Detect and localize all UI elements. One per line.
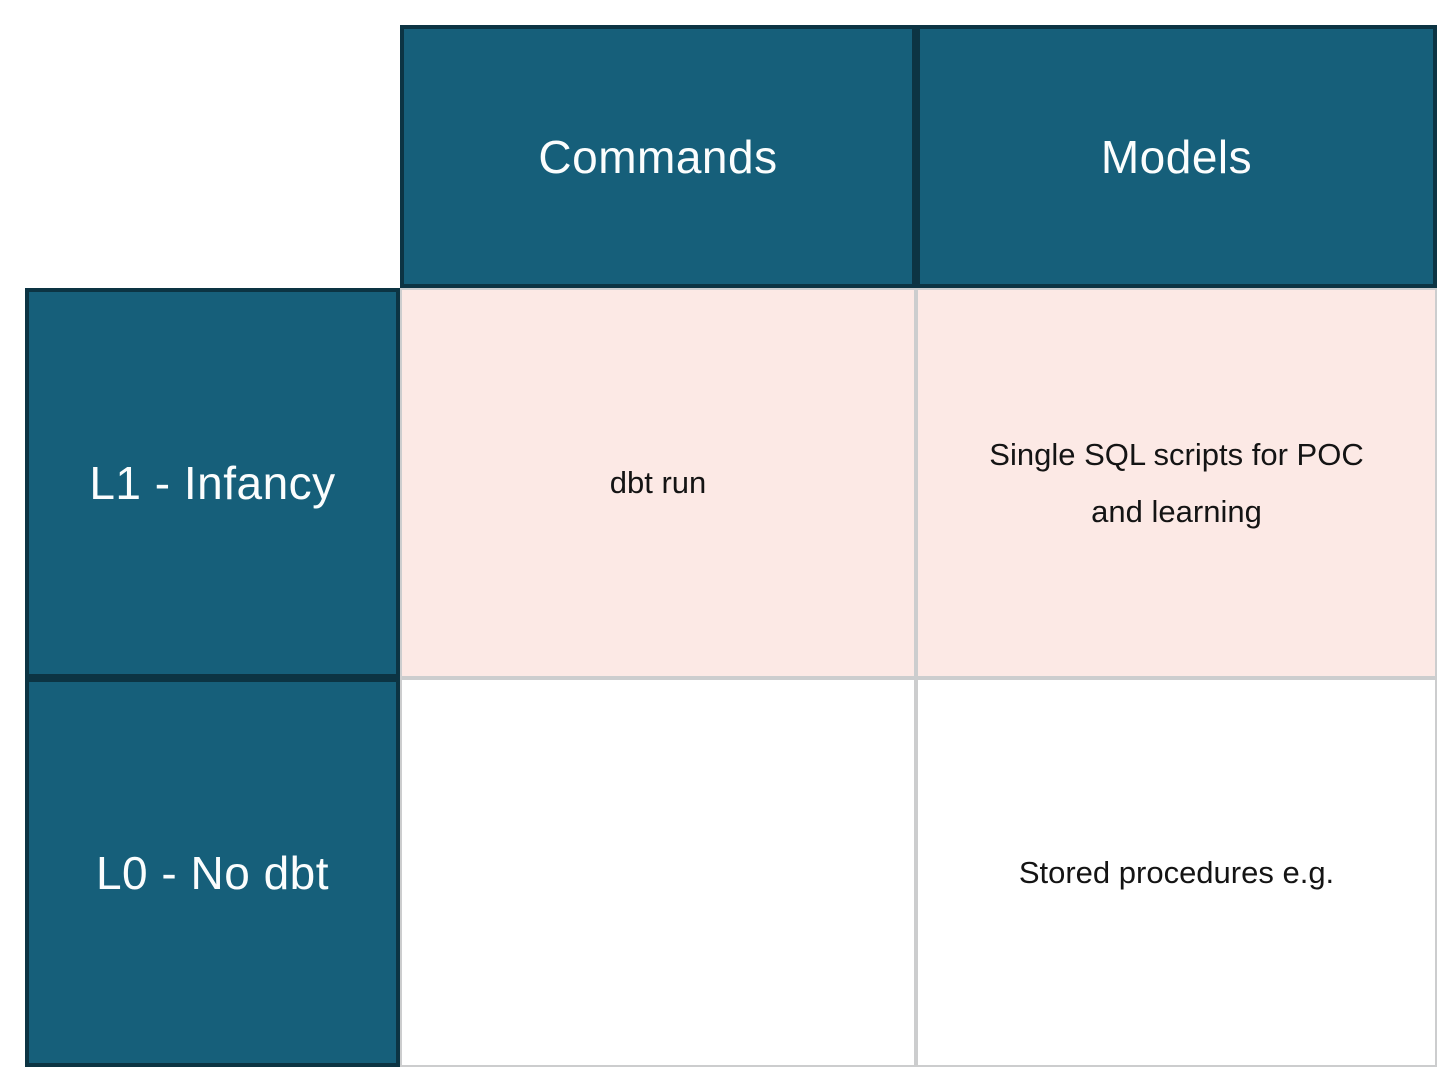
column-header-models: Models (916, 25, 1437, 288)
row-header-l1-label: L1 - Infancy (89, 457, 336, 509)
cell-l1-commands-text: dbt run (609, 465, 707, 501)
column-header-commands: Commands (400, 25, 916, 288)
cell-l0-models: Stored procedures e.g. (916, 678, 1437, 1067)
cell-l1-models-text: Single SQL scripts for POC and learning (989, 436, 1364, 529)
row-header-l1-infancy: L1 - Infancy (25, 288, 400, 678)
cell-l0-commands (400, 678, 916, 1067)
column-header-commands-label: Commands (538, 130, 778, 183)
corner-spacer-cell (25, 25, 400, 288)
row-header-l0-label: L0 - No dbt (95, 846, 330, 899)
column-header-models-label: Models (1100, 130, 1253, 183)
cell-l1-commands: dbt run (400, 288, 916, 678)
cell-l0-models-text: Stored procedures e.g. (1018, 854, 1335, 890)
row-header-l0-no-dbt: L0 - No dbt (25, 678, 400, 1067)
cell-l1-models: Single SQL scripts for POC and learning (916, 288, 1437, 678)
